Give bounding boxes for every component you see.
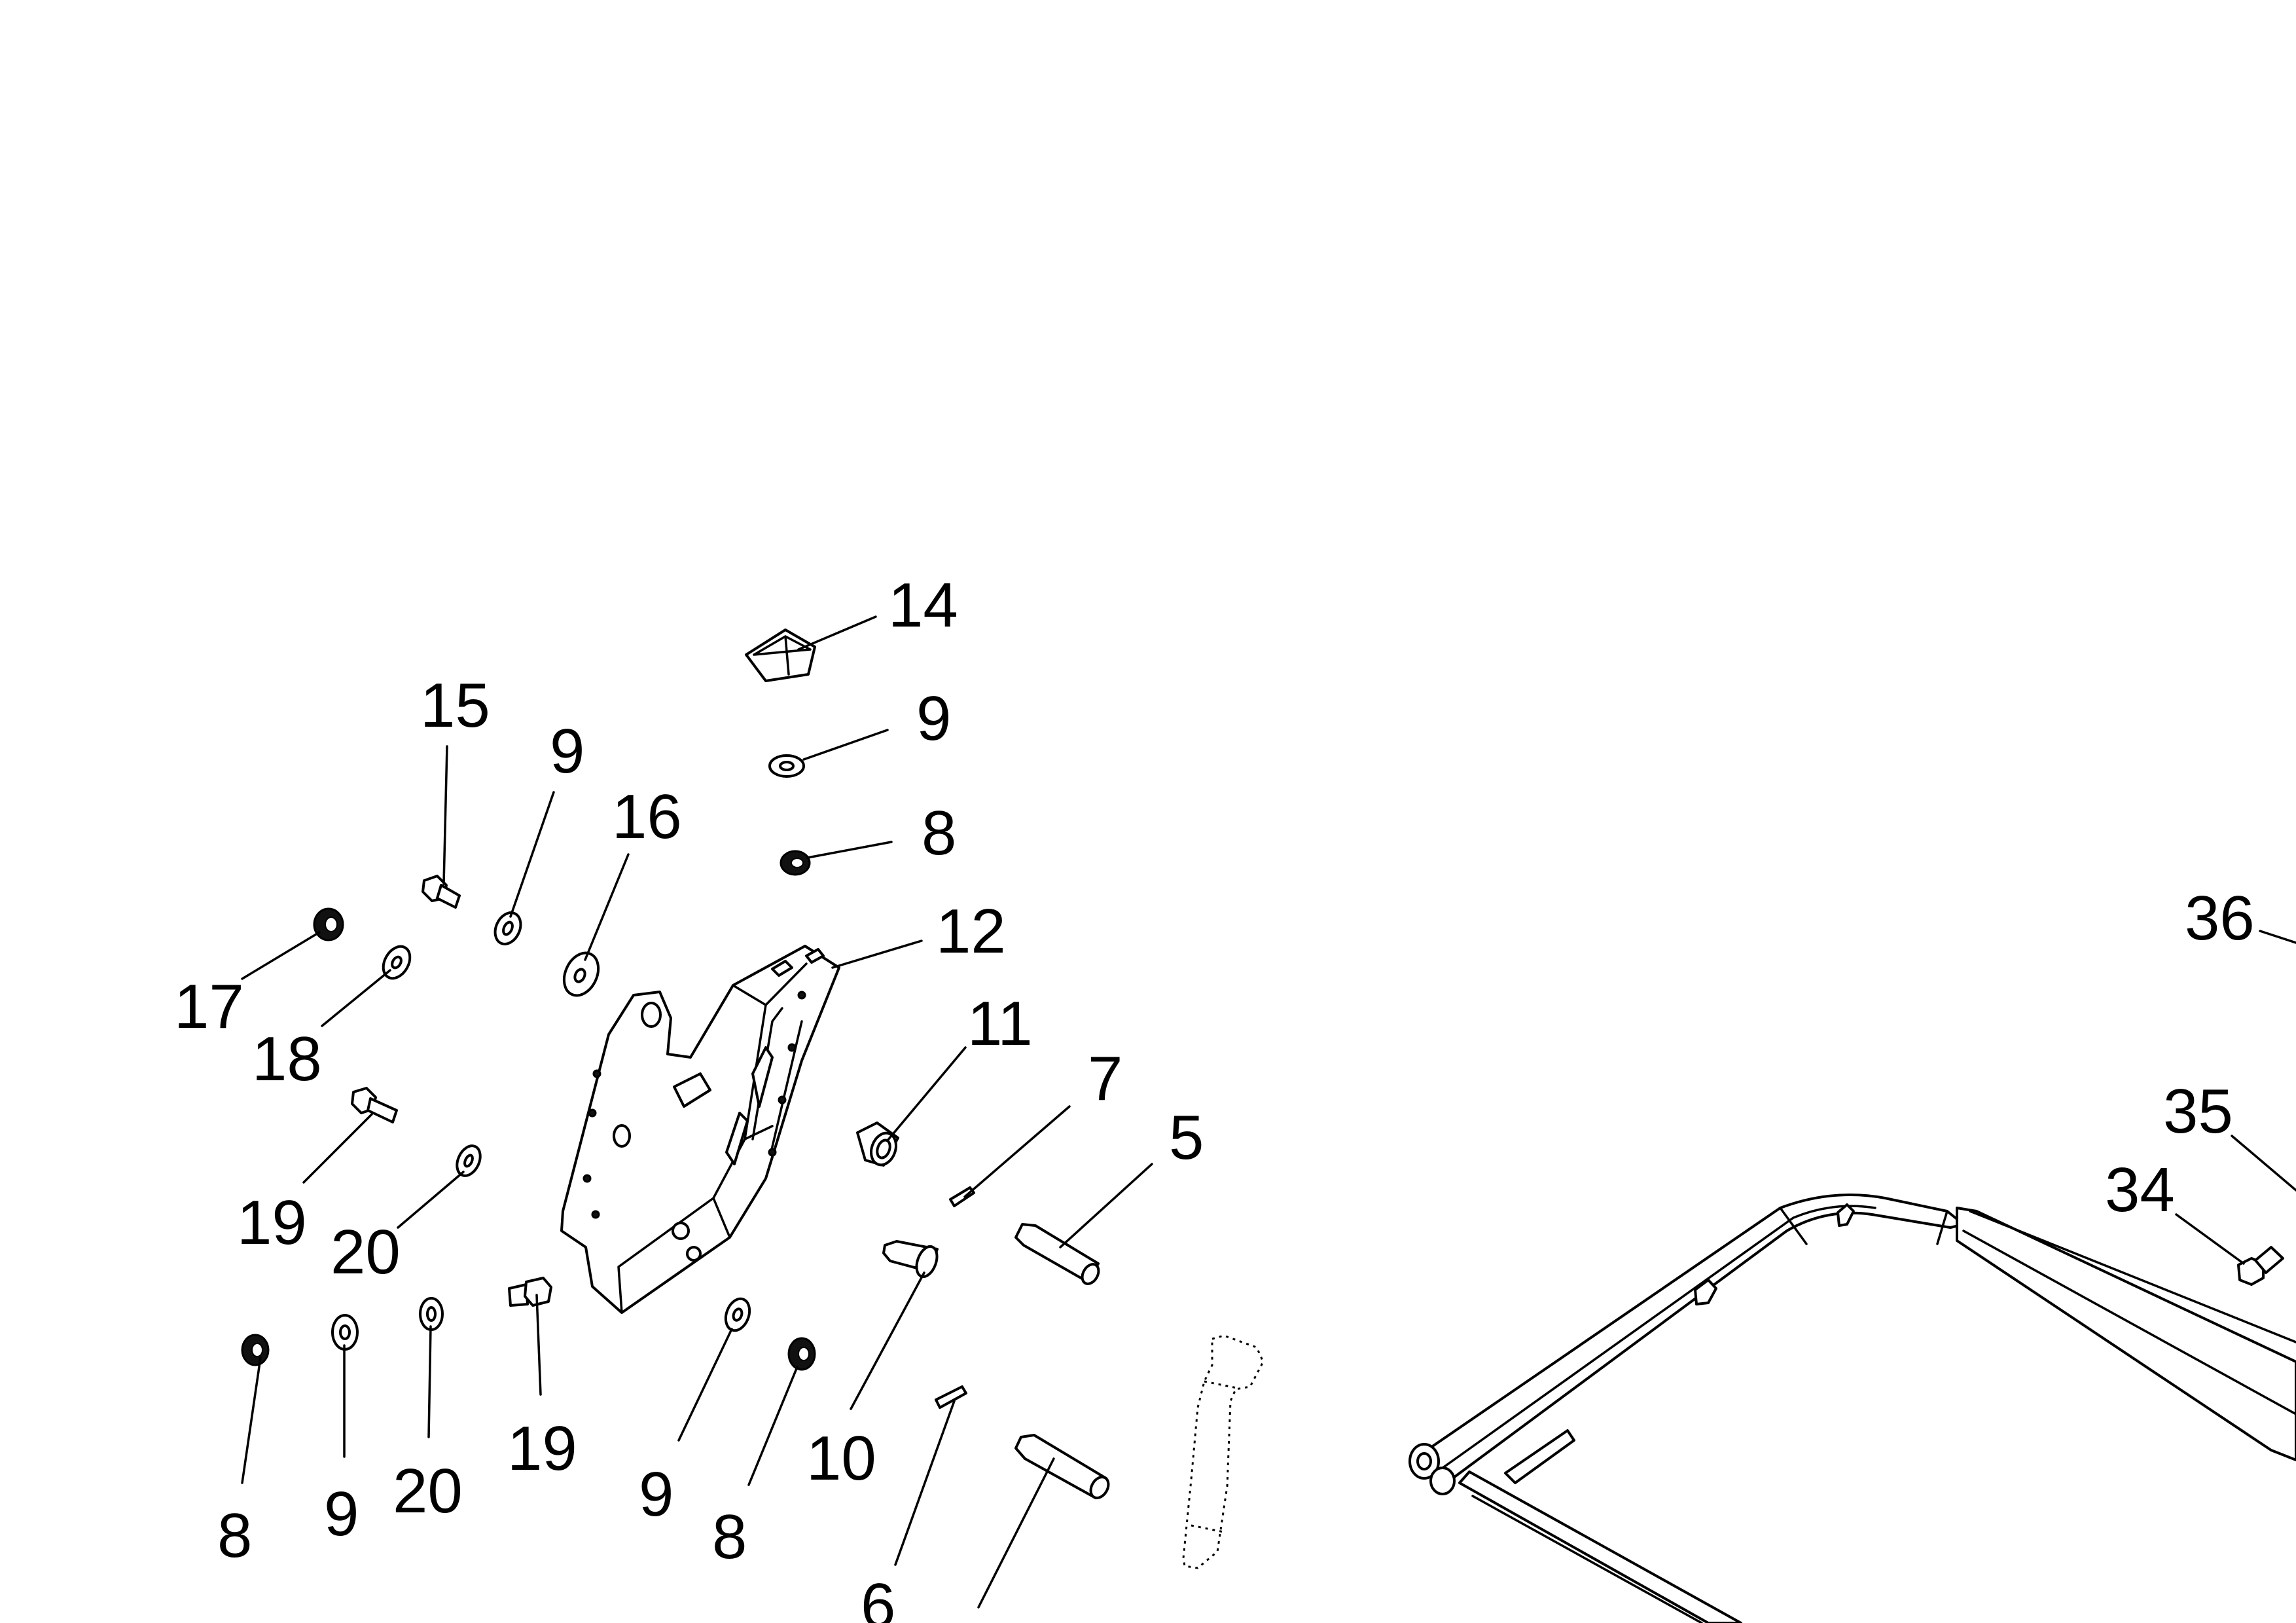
callout-35: 35	[2163, 1076, 2233, 1146]
callout-20: 20	[393, 1456, 463, 1526]
callout-10: 10	[806, 1423, 876, 1493]
part-nut	[313, 907, 344, 941]
part-bolt	[508, 1277, 552, 1307]
part-bolt	[351, 1087, 398, 1123]
part-washer	[493, 911, 522, 945]
part-bushing	[856, 1122, 899, 1167]
callout-5: 5	[1169, 1103, 1204, 1173]
part-washer	[382, 945, 412, 980]
part-washer	[419, 1297, 444, 1331]
leader-lines	[241, 615, 2296, 1609]
part-bolt	[2237, 1246, 2284, 1286]
hydraulic-cylinder-phantom	[1182, 1334, 1265, 1569]
callout-9: 9	[916, 684, 951, 754]
callout-14: 14	[888, 570, 958, 640]
callout-8: 8	[217, 1501, 252, 1571]
callout-17: 17	[174, 972, 244, 1042]
callout-6: 6	[861, 1571, 895, 1623]
callout-7: 7	[1088, 1044, 1122, 1114]
part-clevis-pin	[882, 1240, 939, 1279]
part-bracket	[560, 945, 840, 1314]
callout-9: 9	[639, 1459, 673, 1529]
callout-19: 19	[237, 1188, 307, 1258]
part-nut	[780, 850, 811, 876]
part-washer	[768, 754, 805, 778]
part-cotter-pin	[949, 1186, 975, 1207]
callout-34: 34	[2105, 1155, 2175, 1225]
part-pin	[1014, 1434, 1110, 1499]
callout-36: 36	[2185, 883, 2255, 953]
callout-18: 18	[252, 1024, 322, 1094]
part-bolt	[422, 875, 461, 909]
callout-8: 8	[922, 798, 956, 868]
callout-20: 20	[331, 1217, 401, 1287]
part-washer	[562, 951, 600, 997]
callout-12: 12	[936, 896, 1006, 966]
callout-8: 8	[712, 1502, 747, 1572]
part-nut	[241, 1334, 270, 1366]
frame	[1408, 1194, 2296, 1623]
callout-19: 19	[507, 1413, 577, 1484]
callout-labels: 14 9 8 15 9 16 12 11 7 5 17 18 19 20 19 …	[174, 570, 2255, 1623]
callout-11: 11	[967, 989, 1033, 1059]
part-washer	[456, 1144, 482, 1177]
callout-15: 15	[420, 670, 490, 740]
part-pin	[1014, 1223, 1100, 1285]
part-washer	[331, 1314, 359, 1351]
part-washer	[724, 1297, 751, 1332]
callout-9: 9	[550, 716, 584, 786]
part-cap	[745, 629, 816, 682]
part-cotter-pin	[935, 1385, 967, 1409]
callout-9: 9	[324, 1479, 359, 1549]
callout-16: 16	[612, 782, 682, 852]
part-nut	[787, 1337, 816, 1371]
